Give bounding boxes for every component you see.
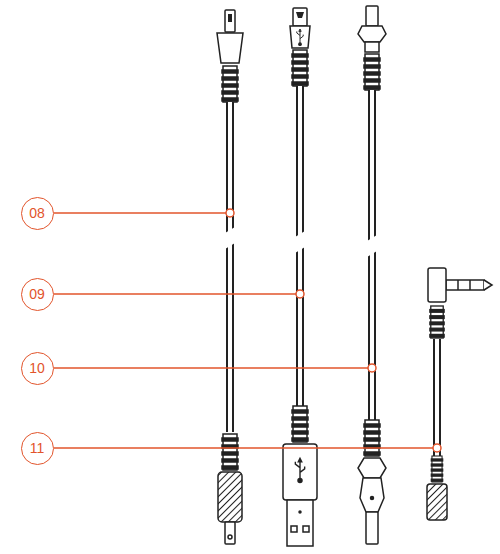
callout-circle: 11	[21, 432, 54, 465]
callout-number: 11	[30, 441, 45, 455]
cable-mini-plug	[217, 10, 243, 544]
callout-number: 10	[29, 361, 45, 375]
cable-usb	[283, 8, 317, 546]
callout-circle: 09	[21, 278, 54, 311]
callout-circle: 10	[21, 352, 54, 385]
callout-circle: 08	[21, 197, 54, 230]
cable-optical	[358, 6, 386, 544]
cable-audio-jack	[427, 268, 492, 520]
callout-number: 09	[29, 287, 45, 301]
callout-number: 08	[29, 206, 45, 220]
leader-lines	[54, 209, 441, 452]
